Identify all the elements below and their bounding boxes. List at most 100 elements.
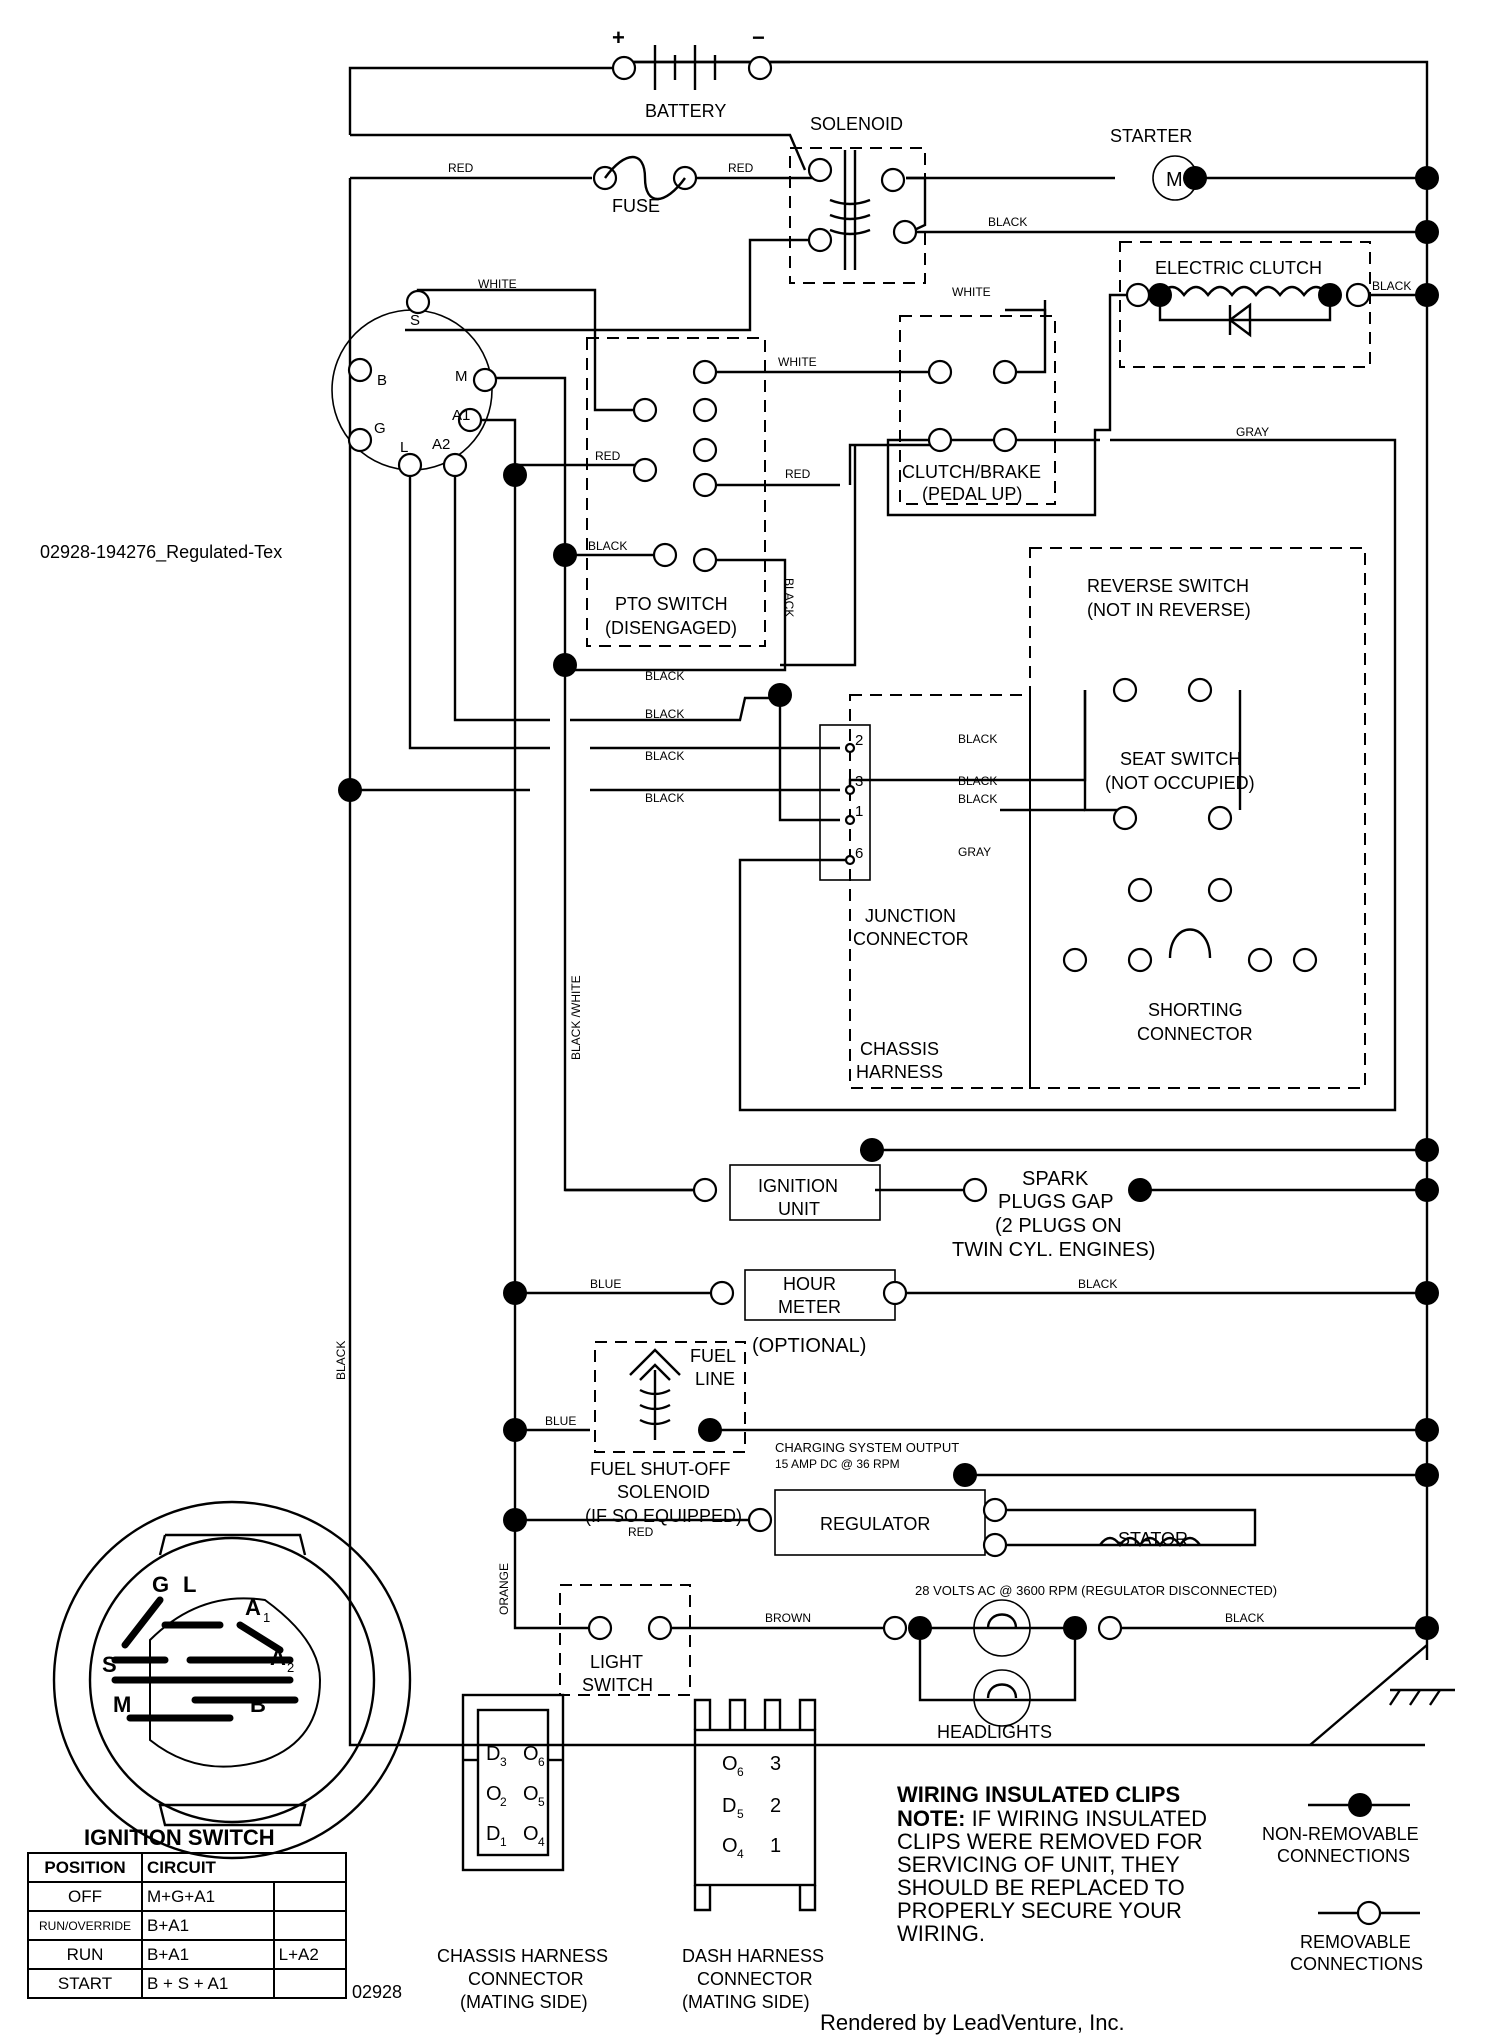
component-outlines	[559, 147, 1371, 1696]
hour-meter-sub: METER	[778, 1297, 841, 1317]
wire-gray-1: GRAY	[1236, 425, 1269, 439]
chassis-pin-d3: D	[486, 1743, 500, 1765]
table-row: RUN/OVERRIDE B+A1	[27, 1910, 348, 1941]
hour-meter-optional: (OPTIONAL)	[752, 1335, 866, 1357]
wire-black-6: BLACK	[958, 732, 997, 746]
chassis-pin-o5: O	[523, 1783, 539, 1805]
fuse-label: FUSE	[612, 196, 660, 216]
ignition-switch-face: G L A 1 S A 2 M B IGNITION SWITCH	[52, 1500, 412, 1860]
pto-switch-label: PTO SWITCH	[615, 594, 728, 614]
wire-red-2: RED	[728, 161, 754, 175]
charging-output-label: CHARGING SYSTEM OUTPUT	[775, 1440, 959, 1455]
clutch-brake-sub: (PEDAL UP)	[922, 484, 1022, 504]
headlight-filament-1	[986, 1613, 1018, 1629]
wire-black-8: BLACK	[958, 792, 997, 806]
table-header-position: POSITION	[27, 1852, 143, 1883]
chassis-pin-o2: O	[486, 1783, 502, 1805]
ignition-unit-sub: UNIT	[778, 1199, 820, 1219]
chassis-pin-o6: O	[523, 1743, 539, 1765]
reverse-switch-label: REVERSE SWITCH	[1087, 576, 1249, 596]
stator-label: STATOR	[1118, 1529, 1188, 1549]
electric-clutch-label: ELECTRIC CLUTCH	[1155, 258, 1322, 278]
wire-black-pto: BLACK	[588, 539, 627, 553]
wire-black-head: BLACK	[1225, 1611, 1264, 1625]
chassis-pin-o4-sub: 4	[538, 1835, 545, 1849]
ign-face-a1: A	[245, 1595, 261, 1620]
legend-nonremovable-2: CONNECTIONS	[1277, 1846, 1410, 1866]
seat-switch-label: SEAT SWITCH	[1120, 749, 1241, 769]
dash-pin-d5: D	[722, 1795, 736, 1817]
fuel-solenoid-note: (IF SO EQUIPPED)	[585, 1506, 742, 1526]
headlight-filament-2	[986, 1683, 1018, 1699]
wire-black-7: BLACK	[958, 774, 997, 788]
footer-credit: Rendered by LeadVenture, Inc.	[820, 2010, 1125, 2035]
spark-label-1: SPARK	[1022, 1168, 1089, 1190]
table-cell-circuit: B+A1	[141, 1939, 275, 1970]
clips-line-3: SERVICING OF UNIT, THEY	[897, 1852, 1180, 1877]
legend-nonremovable-1: NON-REMOVABLE	[1262, 1824, 1419, 1844]
wire-white-1: WHITE	[478, 277, 517, 291]
clips-line-2: CLIPS WERE REMOVED FOR	[897, 1829, 1203, 1854]
ign-face-a2-sub: 2	[287, 1660, 294, 1675]
ign-term-g: G	[374, 420, 386, 437]
fuse-symbol	[604, 155, 686, 201]
removable-connections	[347, 55, 1371, 1641]
solenoid-label: SOLENOID	[810, 114, 903, 134]
wiring-clips-note: WIRING INSULATED CLIPS NOTE: IF WIRING I…	[897, 1782, 1207, 1946]
stator-coil	[1099, 1536, 1201, 1548]
wire-black-4: BLACK	[645, 749, 684, 763]
table-cell-position: RUN/OVERRIDE	[27, 1910, 143, 1941]
ign-face-a2: A	[270, 1645, 286, 1670]
table-cell-position: OFF	[27, 1881, 143, 1912]
ignition-switch-table: POSITION CIRCUIT OFF M+G+A1 RUN/OVERRIDE…	[27, 1852, 348, 1999]
fuel-solenoid-label: FUEL SHUT-OFF	[590, 1459, 730, 1479]
table-cell-circuit: B+A1	[141, 1910, 275, 1941]
reverse-switch-sub: (NOT IN REVERSE)	[1087, 600, 1251, 620]
ignition-switch-title: IGNITION SWITCH	[84, 1825, 275, 1850]
wire-black-white: BLACK /WHITE	[569, 975, 583, 1060]
dash-connector-label-1: DASH HARNESS	[682, 1946, 824, 1966]
wires	[348, 60, 1455, 1747]
ign-term-l: L	[400, 439, 408, 456]
junction-pin-6: 6	[855, 845, 863, 862]
table-row: START B + S + A1	[27, 1968, 348, 1999]
clutch-diode	[1228, 302, 1252, 338]
dash-pin-o4-sub: 4	[737, 1847, 744, 1861]
labels: + − BATTERY SOLENOID STARTER M FUSE ELEC…	[40, 25, 1411, 2002]
table-cell-circuit: B + S + A1	[141, 1968, 275, 1999]
wire-white-2: WHITE	[952, 285, 991, 299]
headlights-label: HEADLIGHTS	[937, 1722, 1052, 1742]
dash-connector-label-2: CONNECTOR	[697, 1969, 813, 1989]
chassis-pin-o6-sub: 6	[538, 1755, 545, 1769]
wire-orange: ORANGE	[497, 1563, 511, 1615]
wire-red-3: RED	[595, 449, 621, 463]
dash-pin-o1: 1	[770, 1835, 781, 1857]
light-switch-sub: SWITCH	[582, 1675, 653, 1695]
dash-pin-d3: 3	[770, 1753, 781, 1775]
spark-label-2: PLUGS GAP	[998, 1191, 1114, 1213]
dash-pin-o4: O	[722, 1835, 738, 1857]
ign-face-m: M	[113, 1692, 131, 1717]
chassis-connector-label-2: CONNECTOR	[468, 1969, 584, 1989]
chassis-pin-d3-sub: 3	[500, 1755, 507, 1769]
clips-title: WIRING INSULATED CLIPS	[897, 1782, 1180, 1807]
chassis-pin-o2-sub: 2	[500, 1795, 507, 1809]
ign-term-s: S	[410, 312, 420, 329]
fuel-line-sub: LINE	[695, 1369, 735, 1389]
chassis-connector-label-1: CHASSIS HARNESS	[437, 1946, 608, 1966]
wire-blue-2: BLUE	[545, 1414, 576, 1428]
light-switch-label: LIGHT	[590, 1652, 643, 1672]
junction-connector-sub: CONNECTOR	[853, 929, 969, 949]
wire-blue-1: BLUE	[590, 1277, 621, 1291]
starter-symbol: M	[1166, 169, 1183, 191]
ign-face-l: L	[183, 1572, 196, 1597]
chassis-harness-label: CHASSIS	[860, 1039, 939, 1059]
dash-pin-o6: O	[722, 1753, 738, 1775]
dash-connector-label-3: (MATING SIDE)	[682, 1992, 810, 2012]
drawing-number: 02928	[352, 1982, 402, 2002]
ign-term-a1: A1	[452, 407, 470, 424]
battery-cells	[653, 45, 717, 90]
table-cell-make	[272, 1881, 348, 1912]
ign-term-b: B	[377, 372, 387, 389]
